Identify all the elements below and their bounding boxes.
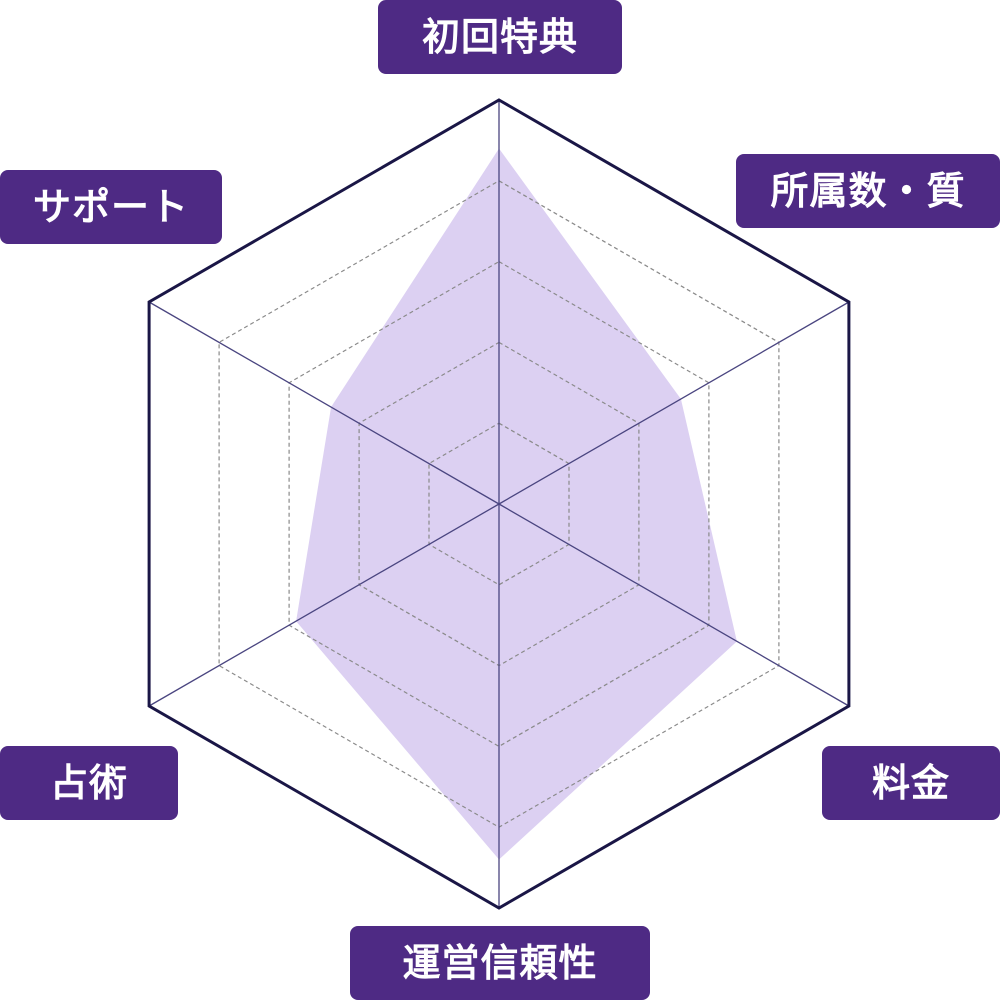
axis-label-reliability: 運営信頼性 [350,926,650,1000]
axis-spoke [498,301,850,505]
axis-label-support: サポート [0,170,222,244]
axis-label-members-quality: 所属数・質 [736,154,1000,228]
axis-spoke [498,503,850,707]
axis-spoke [148,503,500,707]
outer-frame [147,98,851,910]
axis-label-first-bonus: 初回特典 [378,0,622,74]
axis-label-price: 料金 [822,746,1000,820]
axis-spoke [148,301,500,505]
axis-label-divination: 占術 [0,746,178,820]
data-area [296,148,737,860]
axis-spokes [148,100,850,908]
